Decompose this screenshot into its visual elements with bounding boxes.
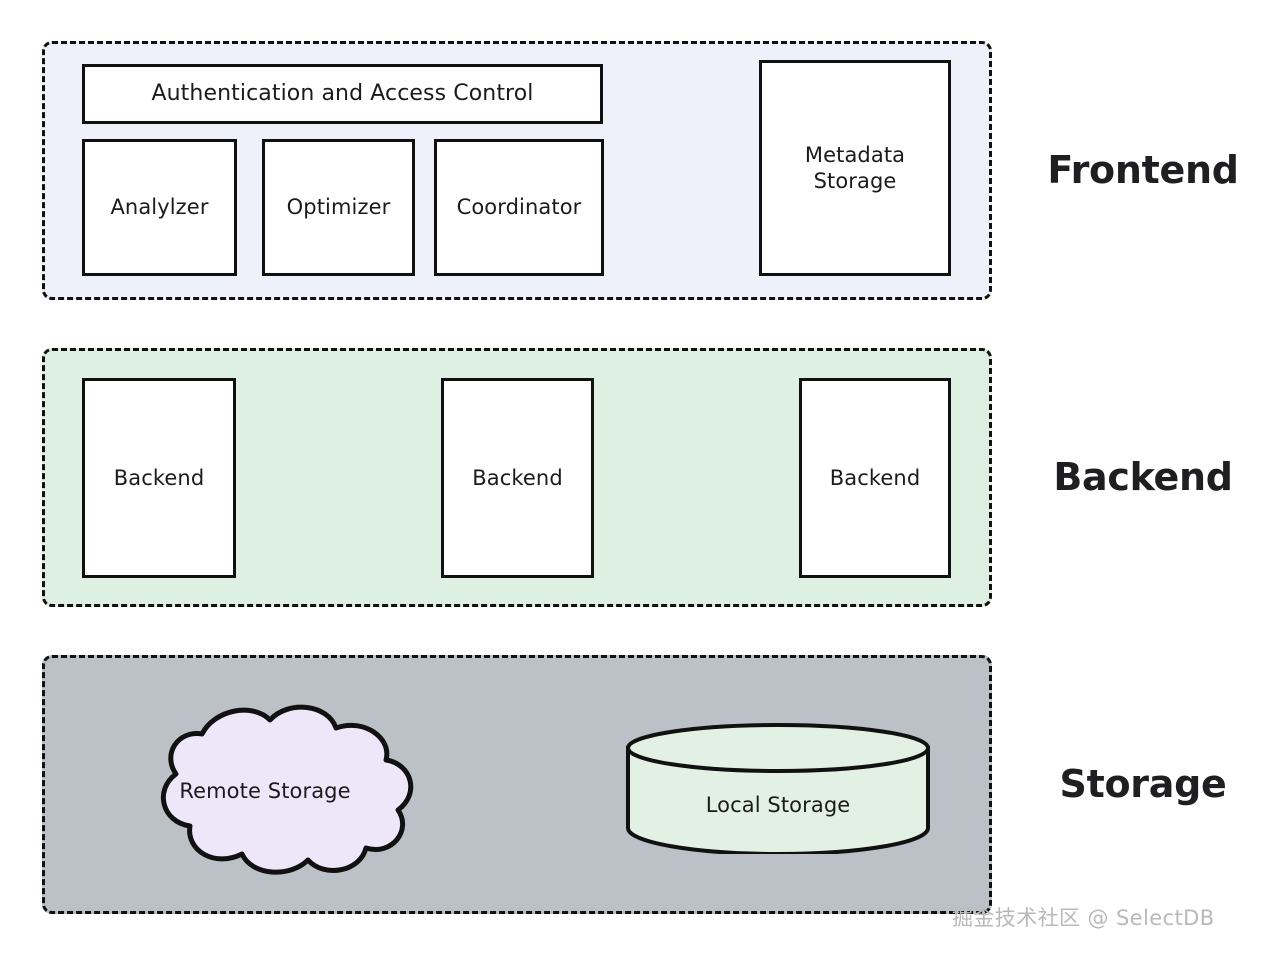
node-label: Authentication and Access Control bbox=[151, 81, 534, 107]
node-local-storage-label: Local Storage bbox=[705, 793, 851, 817]
node-label-line-1: Metadata bbox=[804, 142, 906, 167]
node-analyzer: Analylzer bbox=[82, 139, 237, 276]
node-backend-3: Backend bbox=[799, 378, 951, 578]
tier-title-backend: Backend bbox=[1053, 455, 1233, 499]
node-label: Optimizer bbox=[286, 195, 391, 220]
node-label: Backend bbox=[472, 465, 563, 490]
node-optimizer: Optimizer bbox=[262, 139, 415, 276]
watermark-text: 掘金技术社区 @ SelectDB bbox=[952, 906, 1215, 930]
node-label: Backend bbox=[113, 465, 205, 490]
tier-title-frontend: Frontend bbox=[1047, 148, 1239, 192]
node-metadata-storage: Metadata Storage bbox=[759, 60, 951, 276]
node-label: Metadata Storage bbox=[805, 142, 905, 195]
node-backend-1: Backend bbox=[82, 378, 236, 578]
node-authentication-and-access-control: Authentication and Access Control bbox=[82, 64, 603, 124]
node-label-line-2: Storage bbox=[813, 169, 897, 193]
node-label: Coordinator bbox=[456, 195, 582, 220]
node-remote-storage-label: Remote Storage bbox=[179, 779, 351, 803]
node-label: Analylzer bbox=[110, 195, 209, 220]
node-label: Backend bbox=[829, 465, 921, 490]
node-coordinator: Coordinator bbox=[434, 139, 604, 276]
node-backend-2: Backend bbox=[441, 378, 594, 578]
tier-title-storage: Storage bbox=[1059, 762, 1227, 806]
